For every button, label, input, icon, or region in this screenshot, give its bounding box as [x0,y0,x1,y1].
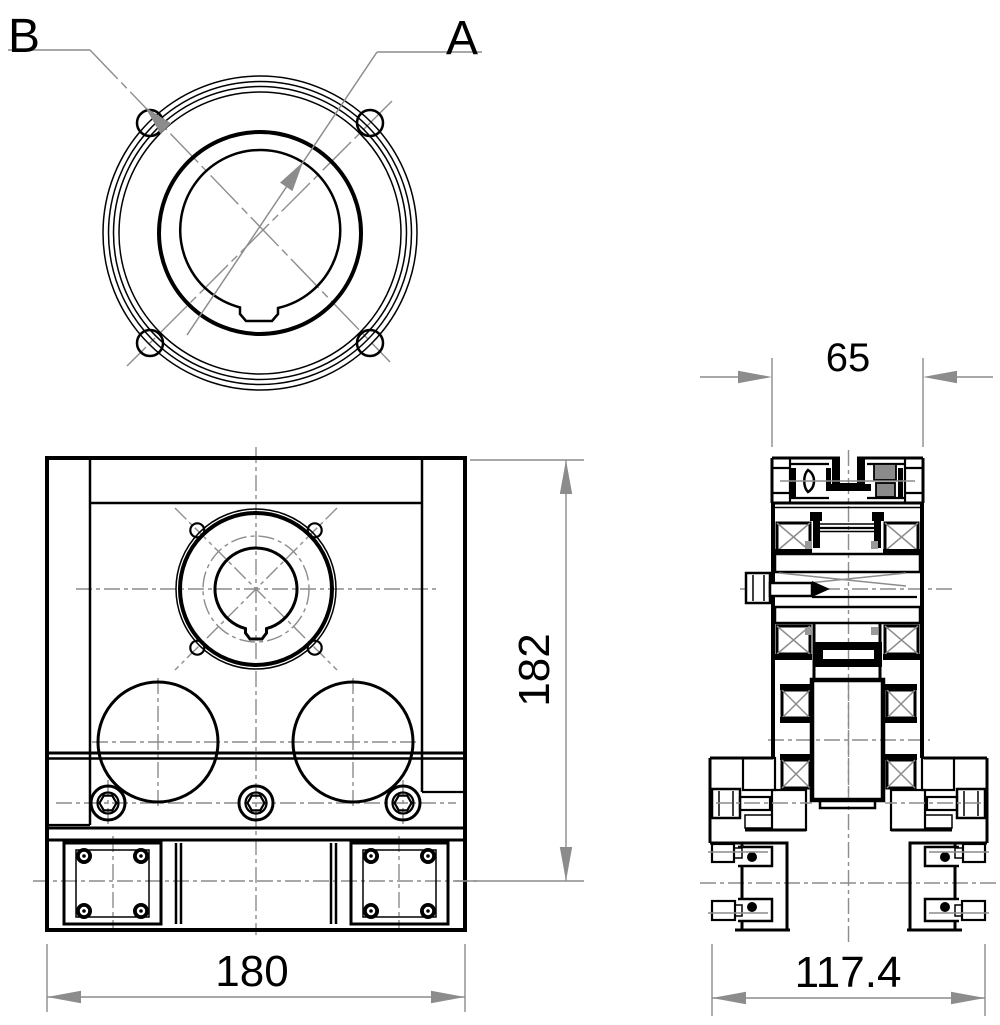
side-view-cylinder [780,677,917,810]
t-slot-channel [826,458,871,491]
dimension-front-height: 182 [455,459,584,882]
top-view-centerline-a [126,100,393,367]
side-view-left-wing [708,756,814,845]
top-view-bolt-hole [355,108,385,138]
front-view-right-bore [291,680,415,804]
front-view-right-block [329,841,450,926]
front-view [33,447,478,935]
callout-b-label: B [8,10,40,63]
top-view-bolt-hole [355,328,385,358]
dimension-front-width: 180 [46,944,466,1012]
dim-182-text: 182 [510,633,559,706]
top-view-bolt-hole [135,328,165,358]
top-view-keyed-bore [179,148,342,323]
callout-a-label: A [446,12,478,65]
dim-180-text: 180 [215,947,288,996]
front-view-left-block [62,841,183,926]
set-screw [744,571,830,605]
dimension-side-bottom-width: 117.4 [711,944,986,1016]
top-view-centerline-b [89,49,391,363]
dim-65-text: 65 [826,336,871,380]
t-nut [875,482,896,498]
front-view-shaft-feature [175,508,337,670]
front-view-left-bore [96,680,220,804]
annotations: B A 65 182 [8,10,993,1016]
side-view-top-rail [770,456,925,509]
side-view-right-rail [905,841,991,932]
side-view [700,450,996,945]
top-view [89,49,418,391]
side-view-right-wing [883,756,989,845]
top-view-hub-circle [157,130,363,336]
t-nut [873,463,897,481]
side-view-gearbox [744,503,924,758]
dim-117-4-text: 117.4 [795,948,902,997]
dimension-side-top-width: 65 [700,336,993,447]
side-view-left-rail [706,841,792,932]
front-view-body [45,456,467,932]
